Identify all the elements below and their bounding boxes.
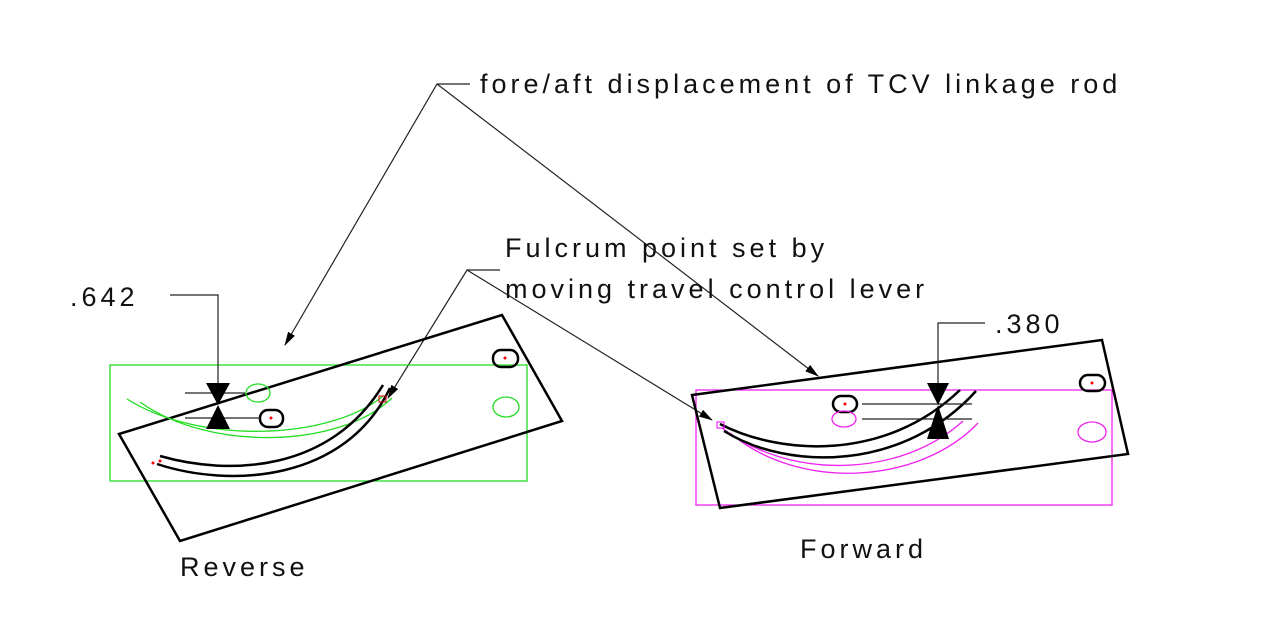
reverse-dimension: .642 <box>70 282 139 312</box>
reverse-label: Reverse <box>180 552 309 582</box>
reverse-hole <box>491 348 520 369</box>
reverse-assembly: .642 Reverse <box>70 282 564 582</box>
fulcrum-leader <box>387 269 713 421</box>
forward-plate <box>690 338 1130 510</box>
forward-hole <box>1078 373 1107 393</box>
reverse-overlay-rect <box>109 364 528 482</box>
forward-assembly: .380 Forward <box>690 309 1130 564</box>
linkage-label: fore/aft displacement of TCV linkage rod <box>480 69 1121 99</box>
forward-overlay-rect <box>695 389 1113 506</box>
linkage-leader <box>284 83 819 377</box>
reverse-plate <box>117 313 564 543</box>
forward-label: Forward <box>800 534 927 564</box>
forward-dimension: .380 <box>995 309 1064 339</box>
fulcrum-label-line2: moving travel control lever <box>505 274 928 304</box>
forward-hole <box>831 394 859 414</box>
fulcrum-label-line1: Fulcrum point set by <box>505 233 828 263</box>
